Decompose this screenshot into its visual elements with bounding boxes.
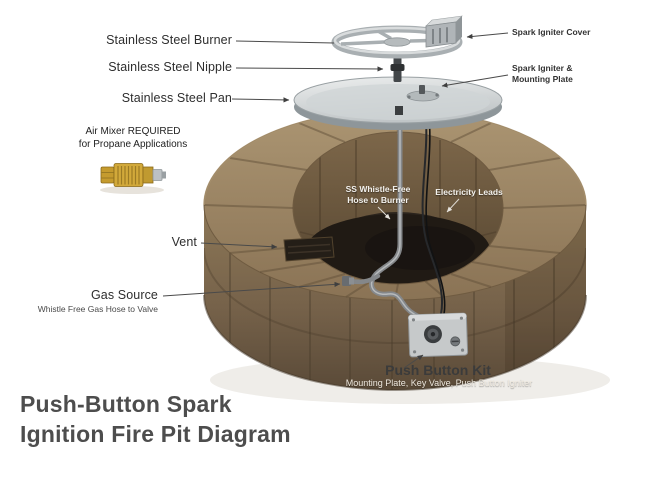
air-mixer-fitting [100, 163, 166, 194]
stainless-steel-nipple [390, 56, 405, 82]
pan-label: Stainless Steel Pan [121, 91, 232, 105]
spark-igniter-plate-label: Spark Igniter & Mounting Plate [512, 63, 573, 84]
push-button-kit-leader [403, 354, 424, 369]
nipple-label: Stainless Steel Nipple [108, 60, 232, 74]
spark-igniter-cover-box [425, 15, 463, 48]
air-mixer-label: Air Mixer REQUIRED for Propane Applicati… [78, 126, 188, 150]
electricity-label-arrow [446, 198, 460, 213]
vent-slot [283, 236, 335, 262]
hose-elbow-fitting [342, 276, 351, 286]
push-button-kit-label: Push Button Kit [385, 362, 491, 378]
gas-source-leader [162, 281, 341, 297]
stainless-steel-pan [293, 76, 503, 130]
diagram-title: Push-Button Spark Ignition Fire Pit Diag… [20, 391, 291, 447]
push-button-kit-sublabel: Mounting Plate, Key Valve, Push Button I… [345, 378, 533, 388]
leader-lines [162, 32, 509, 369]
stone-joints [203, 109, 587, 301]
stainless-steel-burner-ring [331, 25, 463, 59]
igniter-cover-leader [466, 32, 509, 40]
gas-source-label: Gas Source [90, 288, 158, 302]
spark-igniter-cover-label: Spark Igniter Cover [512, 27, 591, 37]
nipple-leader [235, 66, 384, 72]
vent-leader [200, 242, 278, 250]
vent-label: Vent [171, 235, 197, 249]
hose-label-arrow [377, 206, 391, 220]
spark-igniter [419, 85, 425, 94]
hose-to-burner-label: SS Whistle-Free Hose to Burner [345, 184, 411, 205]
push-button-kit-box [407, 312, 469, 358]
igniter-plate-leader [441, 74, 509, 88]
pan-leader [231, 97, 290, 103]
electricity-leads-label: Electricity Leads [435, 187, 503, 197]
burner-label: Stainless Steel Burner [106, 33, 232, 47]
electricity-wires [421, 99, 446, 315]
burner-leader [235, 40, 335, 44]
gas-source-sublabel: Whistle Free Gas Hose to Valve [37, 304, 158, 314]
